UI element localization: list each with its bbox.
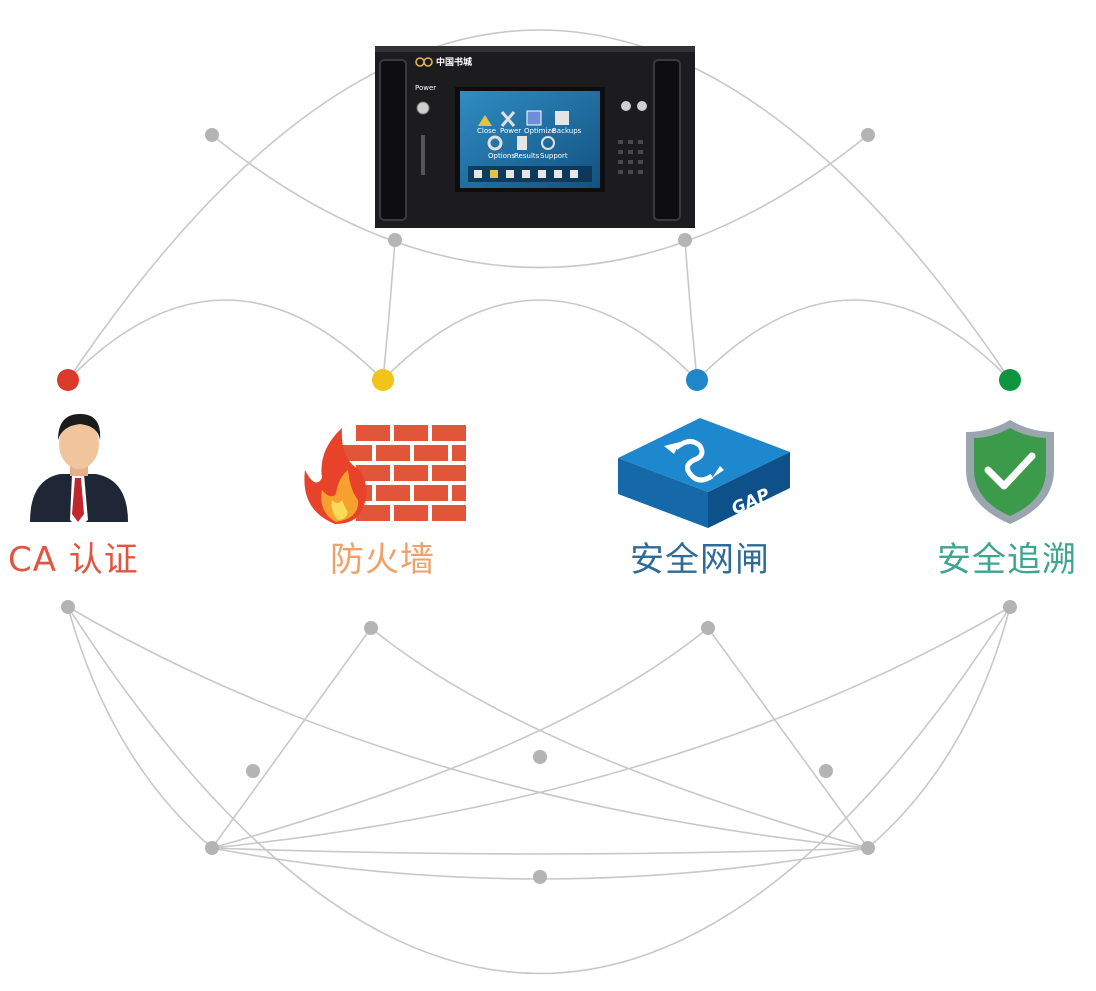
junction-dot <box>533 750 547 764</box>
upper-mesh <box>67 29 1011 381</box>
junction-dot <box>1003 600 1017 614</box>
knob-icon <box>621 101 631 111</box>
junction-dot <box>364 621 378 635</box>
junction-dot <box>246 764 260 778</box>
junction-dot <box>533 870 547 884</box>
optimize-icon <box>526 110 542 126</box>
lower-line-f <box>707 627 869 849</box>
node-dot-firewall <box>372 369 394 391</box>
label-security-trace: 安全追溯 <box>937 540 1077 580</box>
lower-mesh <box>61 600 1017 975</box>
screen-icon-label: Backups <box>552 127 582 135</box>
screen-icon-label: Close <box>477 127 496 135</box>
support-icon <box>541 136 555 150</box>
node-dot-ca <box>57 369 79 391</box>
lower-line-a <box>67 606 869 849</box>
lower-line-j <box>211 847 869 855</box>
lower-line-e <box>211 627 372 849</box>
junction-dot <box>861 128 875 142</box>
rack-device-image: 中国书城 Power Close Power Optimize Backups … <box>375 46 695 228</box>
right-handle <box>653 59 681 221</box>
tools-icon <box>500 111 516 127</box>
power-label: Power <box>415 84 436 92</box>
brand-logo-icon <box>415 57 433 67</box>
label-firewall: 防火墙 <box>330 540 435 580</box>
screen-icon-label: Support <box>540 152 568 160</box>
junction-dot <box>205 128 219 142</box>
link-395-ca <box>382 239 396 381</box>
lower-line-d <box>867 606 1011 849</box>
results-icon <box>517 136 527 150</box>
link-685-gap <box>684 239 698 381</box>
label-security-gateway: 安全网闸 <box>630 540 770 580</box>
label-ca-auth: CA 认证 <box>8 540 139 580</box>
screen-icon-label: Options <box>488 152 515 160</box>
gap-device-icon: GAP <box>618 418 790 528</box>
screen-icon-label: Power <box>500 127 521 135</box>
screen-icon-label: Optimize <box>524 127 555 135</box>
left-handle <box>379 59 407 221</box>
arc-gap-trace <box>696 299 1011 381</box>
screen-icon-label: Results <box>514 152 540 160</box>
bell-icon <box>478 115 492 126</box>
knob-icon <box>637 101 647 111</box>
arc-ca-firewall <box>67 299 384 381</box>
outer-top-arc <box>67 29 1011 381</box>
junction-dot <box>701 621 715 635</box>
user-person-icon <box>30 414 128 528</box>
arc-firewall-gap <box>382 299 698 381</box>
lower-line-g <box>370 627 869 849</box>
junction-dot <box>678 233 692 247</box>
node-dot-trace <box>999 369 1021 391</box>
firewall-icon <box>304 424 466 524</box>
keypad <box>618 140 643 174</box>
device-brand: 中国书城 <box>436 56 472 68</box>
node-dot-gap <box>686 369 708 391</box>
lower-line-h <box>211 627 709 849</box>
lower-line-b <box>211 606 1011 849</box>
junction-dot <box>205 841 219 855</box>
outer-bottom-arc <box>67 606 1011 975</box>
power-button-icon <box>416 101 430 115</box>
screen-icons: Close Power Optimize Backups Options Res… <box>468 110 592 182</box>
junction-dot <box>61 600 75 614</box>
gear-icon <box>487 135 503 151</box>
junction-dot <box>388 233 402 247</box>
lens-bottom-arc <box>211 134 869 269</box>
junction-dot <box>861 841 875 855</box>
junction-dot <box>819 764 833 778</box>
backup-icon <box>555 111 569 125</box>
shield-check-icon <box>966 420 1054 524</box>
lower-line-c <box>67 606 213 849</box>
